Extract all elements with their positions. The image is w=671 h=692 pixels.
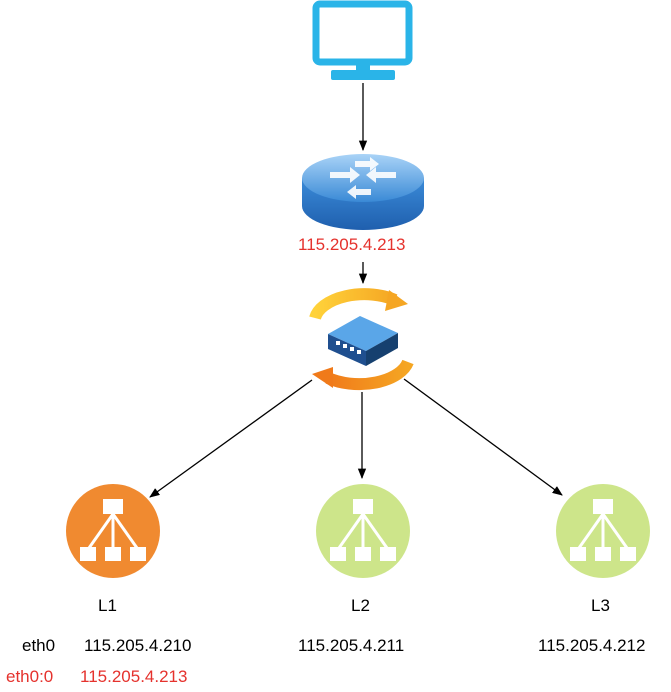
node-l1-vip-label: 115.205.4.213 xyxy=(80,667,188,686)
node-l1-vip-iface-label: eth0:0 xyxy=(6,667,54,686)
switch-icon xyxy=(309,288,414,391)
node-l1-ip-label: 115.205.4.210 xyxy=(84,636,192,655)
edge-switch-l3 xyxy=(403,378,563,496)
router-ip-label: 115.205.4.213 xyxy=(298,235,406,254)
edge-switch-l1 xyxy=(149,379,313,498)
node-l2-icon xyxy=(316,484,410,578)
node-l1-label: L1 xyxy=(98,596,117,615)
node-l3-label: L3 xyxy=(591,596,610,615)
node-l1-icon xyxy=(66,484,160,578)
monitor-icon xyxy=(312,0,413,80)
node-l2-label: L2 xyxy=(351,596,370,615)
node-l3-ip-label: 115.205.4.212 xyxy=(538,636,646,655)
router-icon xyxy=(302,154,424,230)
node-l1-iface-label: eth0 xyxy=(22,636,56,655)
node-l2-ip-label: 115.205.4.211 xyxy=(298,636,405,655)
node-l3-icon xyxy=(556,484,650,578)
